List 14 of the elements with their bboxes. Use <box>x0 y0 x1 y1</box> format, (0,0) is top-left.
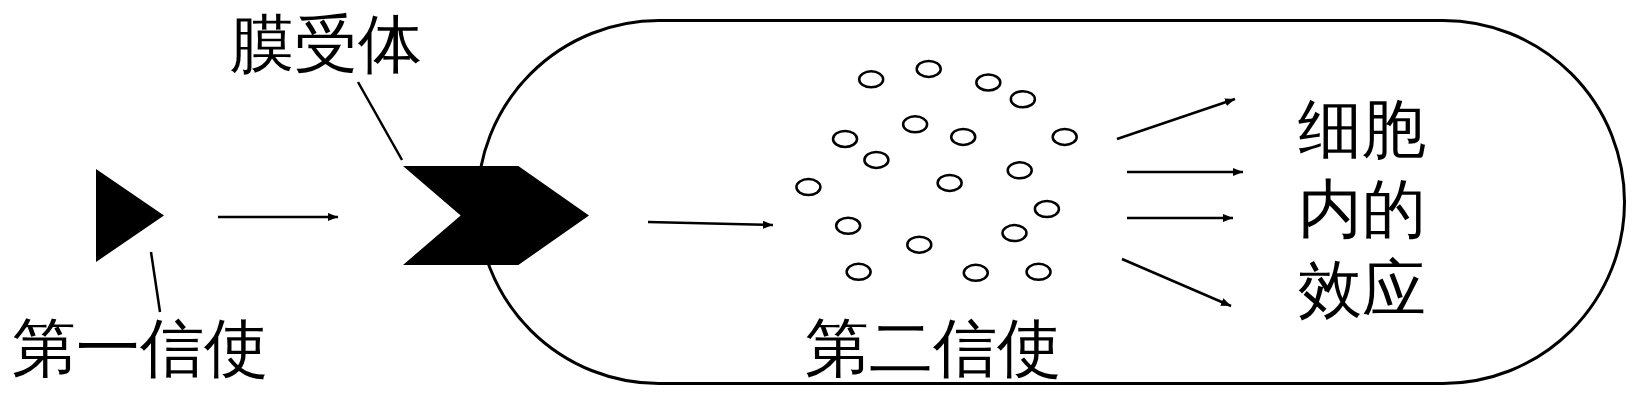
receptor-chevron <box>403 166 589 265</box>
arrow <box>1116 97 1236 141</box>
ligand-triangle <box>96 169 164 262</box>
leader-line <box>149 251 162 313</box>
label-text: 膜受体 <box>230 4 440 84</box>
caption-text: 第二信使 <box>805 310 1061 387</box>
arrow <box>1121 257 1232 308</box>
label-text: 第一信使 <box>12 308 292 388</box>
label-text: 细胞内的效应 <box>1298 89 1438 339</box>
arrow <box>1127 168 1243 176</box>
arrow <box>1127 214 1233 222</box>
arrow <box>218 213 338 221</box>
leader-line <box>356 81 404 161</box>
arrow <box>647 220 774 229</box>
